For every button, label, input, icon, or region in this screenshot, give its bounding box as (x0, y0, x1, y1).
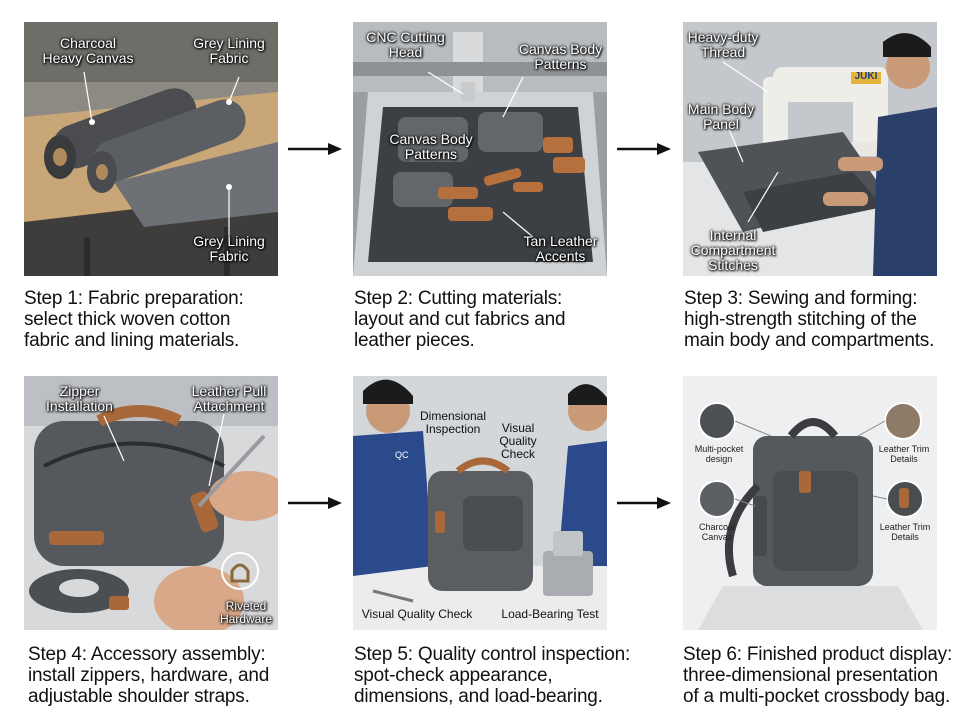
step-2-caption: Step 2: Cutting materials: layout and cu… (354, 288, 566, 351)
label-riveted-hardware: Riveted Hardware (219, 599, 273, 626)
label-load-bearing-test: Load-Bearing Test (501, 607, 599, 621)
label-charcoal-canvas: Charcoal Canvas (698, 522, 736, 542)
step-6-image: Multi-pocket design Leather Trim Details… (683, 376, 937, 630)
accessory-assembly-illustration (24, 376, 278, 630)
label-heavy-duty-thread: Heavy-duty Thread (687, 29, 759, 60)
label-multi-pocket-design: Multi-pocket design (694, 444, 744, 464)
step-1-caption: Step 1: Fabric preparation: select thick… (24, 288, 244, 351)
step-6-caption: Step 6: Finished product display: three-… (683, 644, 953, 707)
step-5-image: QC QC Dimensional Inspection Visual Qual… (353, 376, 607, 630)
label-cnc-cutting-head: CNC Cutting Head (366, 29, 445, 60)
label-main-body-panel: Main Body Panel (687, 101, 755, 132)
label-canvas-body-patterns-top: Canvas Body Patterns (518, 41, 603, 72)
quality-control-illustration: QC (353, 376, 607, 630)
label-canvas-body-patterns-mid: Canvas Body Patterns (389, 131, 473, 162)
step-1-image: Charcoal Heavy Canvas Grey Lining Fabric… (24, 22, 278, 276)
label-visual-quality-check-top: Visual Quality Check (499, 421, 537, 461)
step-3-caption: Step 3: Sewing and forming: high-strengt… (684, 288, 935, 351)
step-4-caption: Step 4: Accessory assembly: install zipp… (28, 644, 270, 707)
label-zipper-installation: Zipper Installation (46, 383, 113, 414)
right-arrow-icon (617, 496, 671, 510)
label-leather-pull-attachment: Leather Pull Attachment (191, 383, 267, 414)
label-tan-leather-accents: Tan Leather Accents (523, 233, 598, 264)
label-leather-trim-details-top: Leather Trim Details (878, 444, 930, 464)
finished-bag-illustration (683, 376, 937, 630)
label-dimensional-inspection: Dimensional Inspection (419, 409, 487, 436)
juki-brand-label: JUKI (854, 71, 878, 82)
sewing-machine-illustration (683, 22, 937, 276)
right-arrow-icon (288, 496, 342, 510)
label-visual-quality-check-bottom: Visual Quality Check (361, 607, 473, 621)
step-4-image: Zipper Installation Leather Pull Attachm… (24, 376, 278, 630)
fabric-rolls-illustration (24, 22, 278, 276)
svg-text:QC: QC (395, 450, 409, 460)
cnc-cutting-illustration (353, 22, 607, 276)
label-leather-trim-details-bottom: Leather Trim Details (879, 522, 931, 542)
right-arrow-icon (288, 142, 342, 156)
label-grey-lining-fabric-bottom: Grey Lining Fabric (193, 233, 265, 264)
label-grey-lining-fabric-top: Grey Lining Fabric (193, 35, 265, 66)
right-arrow-icon (617, 142, 671, 156)
step-3-image: JUKI Heavy-duty Thread Main Body Panel I… (683, 22, 937, 276)
step-5-caption: Step 5: Quality control inspection: spot… (354, 644, 631, 707)
label-charcoal-heavy-canvas: Charcoal Heavy Canvas (42, 35, 134, 66)
label-internal-compartment-stitches: Internal Compartment Stitches (690, 227, 776, 273)
step-2-image: CNC Cutting Head Canvas Body Patterns Ca… (353, 22, 607, 276)
